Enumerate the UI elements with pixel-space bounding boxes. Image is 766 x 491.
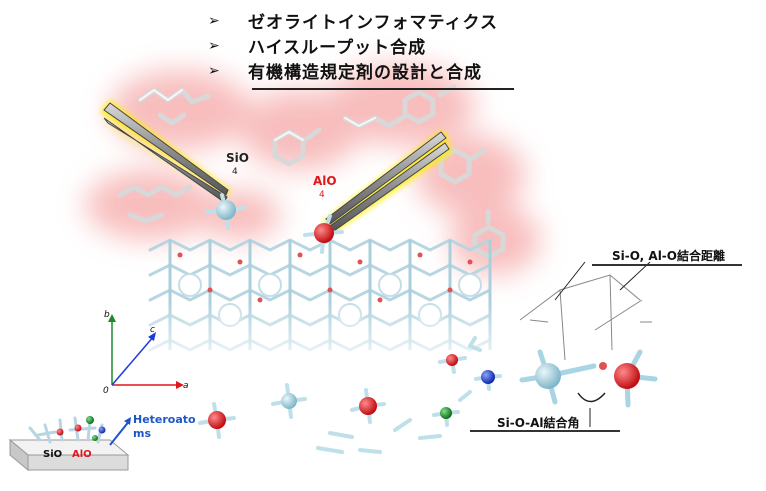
tweezers-left [100,100,232,205]
crystal-axes [108,314,184,389]
bullet-list: ➢ ゼオライトインフォマティクス ➢ ハイスループット合成 ➢ 有機構造規定剤の… [208,8,568,84]
osda-glow-region [85,65,540,275]
bullet-marker-icon: ➢ [208,62,221,79]
axis-a-label: a [183,381,189,391]
axis-b-label: b [104,310,110,320]
inset-sio-label: SiO [43,449,63,460]
bullet-item: ➢ ゼオライトインフォマティクス [208,8,568,34]
bond-angle-underline [470,430,620,432]
inset-alo-label: AlO [72,449,92,460]
heteroatom-inset [8,416,130,472]
heteroatoms-label: Heteroatoms [133,413,196,440]
bullet-item: ➢ ハイスループット合成 [208,33,568,59]
bullet-marker-icon: ➢ [208,37,221,54]
sio4-subscript: 4 [232,167,238,177]
axis-origin-label: 0 [103,386,109,396]
bond-distance-label: Si-O, Al-O結合距離 [612,249,725,263]
bullet-item: ➢ 有機構造規定剤の設計と合成 [208,58,568,84]
bullet-underline [252,88,514,90]
bullet-marker-icon: ➢ [208,12,221,29]
tweezers-right [322,130,452,232]
axis-c-label: c [150,325,155,335]
si-o-al-linkage [519,261,658,427]
bond-angle-label: Si-O-Al結合角 [497,416,580,430]
bond-distance-underline [592,264,742,266]
alo4-subscript: 4 [319,190,325,200]
sio4-tetrahedron-held [205,193,246,230]
bullet-text: ゼオライトインフォマティクス [248,13,498,33]
bullet-text: ハイスループット合成 [248,38,427,58]
scattered-tetrahedra [198,336,502,454]
sio4-label: SiO [226,151,249,165]
alo4-label: AlO [313,174,337,188]
heteroatom-arrow [109,417,131,446]
alo4-tetrahedron-held [303,214,344,254]
bullet-text: 有機構造規定剤の設計と合成 [248,63,482,83]
